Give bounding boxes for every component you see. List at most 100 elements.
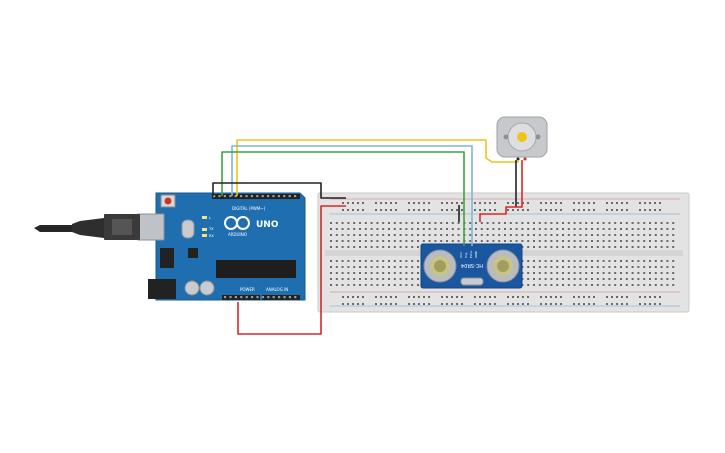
breadboard-hole[interactable]	[380, 209, 382, 211]
breadboard-hole[interactable]	[556, 222, 559, 224]
breadboard-hole[interactable]	[359, 284, 361, 286]
breadboard-hole[interactable]	[364, 222, 367, 224]
breadboard-hole[interactable]	[434, 228, 437, 230]
breadboard-hole[interactable]	[441, 296, 443, 298]
breadboard-hole[interactable]	[626, 296, 628, 298]
breadboard-hole[interactable]	[399, 246, 402, 248]
breadboard-hole[interactable]	[475, 222, 477, 224]
breadboard-hole[interactable]	[649, 246, 651, 248]
breadboard-hole[interactable]	[469, 234, 472, 236]
breadboard-hole[interactable]	[596, 266, 599, 268]
breadboard-hole[interactable]	[335, 228, 338, 230]
breadboard-hole[interactable]	[335, 272, 338, 274]
breadboard-hole[interactable]	[643, 260, 646, 262]
breadboard-hole[interactable]	[555, 296, 557, 298]
breadboard-hole[interactable]	[659, 296, 661, 298]
header-pin[interactable]	[267, 195, 270, 198]
breadboard-hole[interactable]	[660, 272, 663, 274]
breadboard-hole[interactable]	[423, 296, 425, 298]
breadboard-hole[interactable]	[451, 228, 454, 230]
wire-red-vcc[interactable]	[237, 205, 346, 335]
breadboard-hole[interactable]	[614, 234, 617, 236]
breadboard-hole[interactable]	[649, 284, 651, 286]
breadboard-hole[interactable]	[353, 222, 356, 224]
breadboard-hole[interactable]	[527, 272, 530, 274]
header-pin[interactable]	[272, 195, 275, 198]
breadboard-hole[interactable]	[596, 228, 599, 230]
breadboard-hole[interactable]	[637, 284, 640, 286]
breadboard-hole[interactable]	[616, 202, 618, 204]
breadboard-hole[interactable]	[527, 278, 530, 280]
breadboard-hole[interactable]	[498, 240, 501, 242]
breadboard-hole[interactable]	[596, 272, 599, 274]
breadboard-hole[interactable]	[567, 240, 570, 242]
breadboard-hole[interactable]	[560, 296, 562, 298]
breadboard-hole[interactable]	[608, 260, 611, 262]
breadboard-hole[interactable]	[479, 209, 481, 211]
breadboard-hole[interactable]	[480, 240, 483, 242]
breadboard-hole[interactable]	[509, 240, 512, 242]
breadboard-hole[interactable]	[550, 202, 552, 204]
breadboard-hole[interactable]	[654, 202, 656, 204]
breadboard-hole[interactable]	[614, 240, 617, 242]
breadboard-hole[interactable]	[578, 296, 580, 298]
breadboard-hole[interactable]	[417, 266, 419, 268]
breadboard-hole[interactable]	[341, 266, 344, 268]
breadboard-hole[interactable]	[393, 240, 396, 242]
breadboard-hole[interactable]	[357, 296, 359, 298]
breadboard-hole[interactable]	[359, 278, 361, 280]
breadboard-hole[interactable]	[614, 272, 617, 274]
usb-cable-icon[interactable]	[34, 214, 140, 240]
breadboard-hole[interactable]	[347, 266, 350, 268]
breadboard-hole[interactable]	[666, 222, 669, 224]
breadboard-hole[interactable]	[434, 234, 437, 236]
breadboard-hole[interactable]	[620, 228, 622, 230]
breadboard-hole[interactable]	[411, 246, 414, 248]
breadboard-hole[interactable]	[556, 260, 559, 262]
breadboard-hole[interactable]	[385, 303, 387, 305]
breadboard-hole[interactable]	[649, 272, 651, 274]
breadboard-hole[interactable]	[621, 296, 623, 298]
header-pin[interactable]	[218, 195, 221, 198]
breadboard-hole[interactable]	[357, 209, 359, 211]
breadboard-hole[interactable]	[611, 303, 613, 305]
breadboard-hole[interactable]	[585, 260, 588, 262]
breadboard-hole[interactable]	[602, 260, 605, 262]
breadboard-hole[interactable]	[353, 234, 356, 236]
breadboard-hole[interactable]	[616, 303, 618, 305]
breadboard-hole[interactable]	[512, 296, 514, 298]
breadboard-hole[interactable]	[573, 222, 576, 224]
breadboard-hole[interactable]	[393, 222, 396, 224]
breadboard-hole[interactable]	[620, 272, 622, 274]
breadboard-hole[interactable]	[408, 202, 410, 204]
breadboard-hole[interactable]	[596, 222, 599, 224]
breadboard-hole[interactable]	[579, 272, 582, 274]
breadboard-hole[interactable]	[522, 209, 524, 211]
breadboard-hole[interactable]	[672, 228, 675, 230]
breadboard-hole[interactable]	[375, 209, 377, 211]
breadboard-hole[interactable]	[411, 228, 414, 230]
breadboard-hole[interactable]	[446, 228, 448, 230]
breadboard-hole[interactable]	[649, 228, 651, 230]
breadboard-hole[interactable]	[654, 209, 656, 211]
breadboard-hole[interactable]	[579, 260, 582, 262]
header-pin[interactable]	[283, 195, 286, 198]
breadboard-hole[interactable]	[579, 228, 582, 230]
breadboard-hole[interactable]	[517, 202, 519, 204]
breadboard-hole[interactable]	[654, 246, 657, 248]
breadboard-hole[interactable]	[456, 296, 458, 298]
breadboard-hole[interactable]	[474, 296, 476, 298]
breadboard-hole[interactable]	[469, 222, 472, 224]
breadboard-hole[interactable]	[602, 234, 605, 236]
breadboard-hole[interactable]	[649, 278, 651, 280]
breadboard-hole[interactable]	[509, 222, 512, 224]
header-pin[interactable]	[213, 195, 216, 198]
breadboard-hole[interactable]	[440, 222, 443, 224]
breadboard-hole[interactable]	[469, 240, 472, 242]
breadboard-hole[interactable]	[352, 296, 354, 298]
breadboard-hole[interactable]	[399, 284, 402, 286]
breadboard-hole[interactable]	[591, 272, 593, 274]
breadboard-hole[interactable]	[660, 260, 663, 262]
breadboard-hole[interactable]	[550, 246, 553, 248]
breadboard-hole[interactable]	[494, 202, 496, 204]
